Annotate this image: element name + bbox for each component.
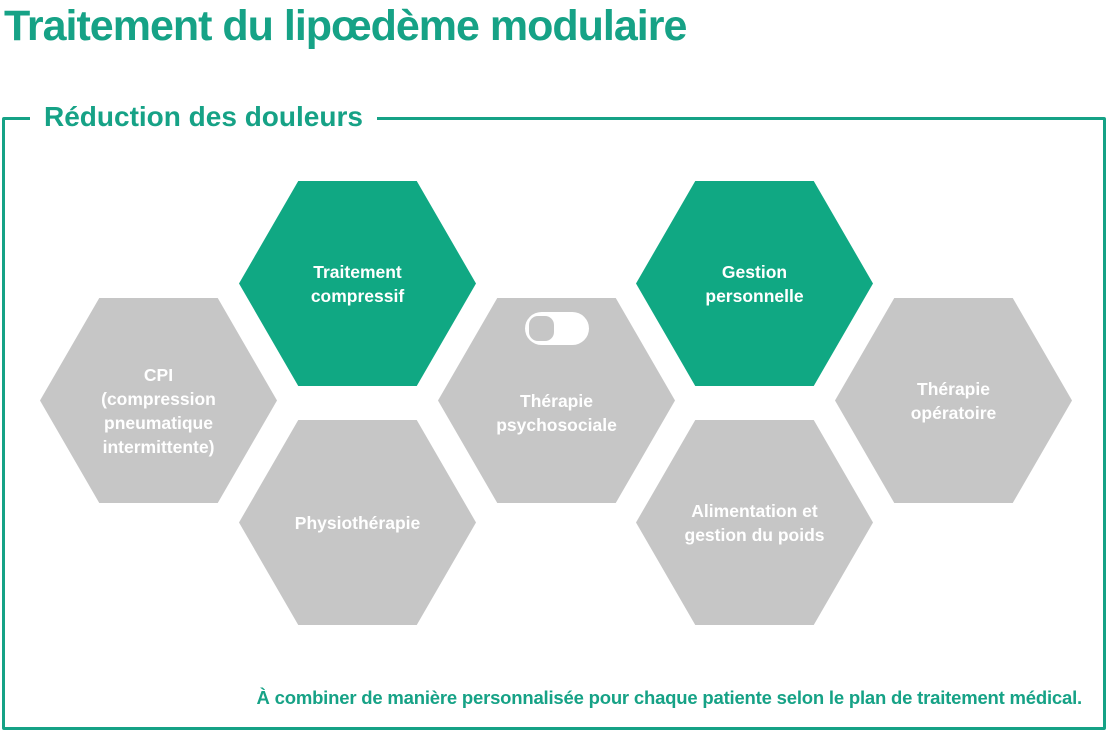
hexagon-label: Thérapie psychosociale	[496, 390, 617, 435]
hexagon-label: Alimentation et gestion du poids	[684, 500, 825, 545]
footer-note: À combiner de manière personnalisée pour…	[256, 687, 1083, 708]
hexagon-label: Physiothérapie	[294, 512, 421, 533]
hexagon-label: Thérapie opératoire	[910, 378, 997, 423]
hexagon-label: Traitement compressif	[310, 261, 405, 306]
page-title: Traitement du lipœdème modulaire	[4, 2, 687, 50]
pain-reduction-frame	[2, 117, 1106, 730]
hexagon-label: Gestion personnelle	[705, 261, 804, 306]
frame-label: Réduction des douleurs	[30, 101, 377, 133]
toggle-switch-icon	[524, 312, 589, 345]
toggle-knob	[528, 316, 554, 341]
hexagon-label: CPI (compression pneumatique intermitten…	[101, 364, 216, 457]
